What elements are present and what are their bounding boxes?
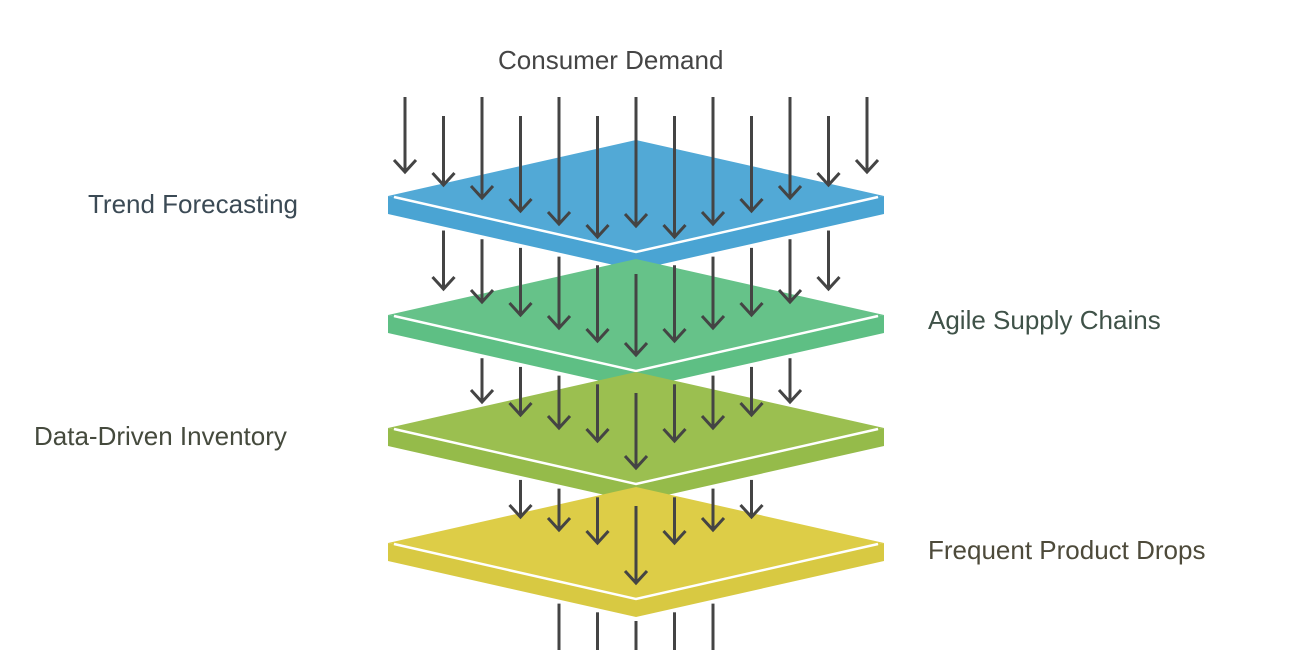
arrow-down-icon — [739, 479, 764, 520]
arrow-down-icon — [546, 97, 572, 227]
arrow-down-icon — [469, 239, 495, 305]
arrow-down-icon — [854, 97, 880, 175]
arrow-down-icon — [623, 97, 649, 229]
arrow-down-icon — [431, 116, 456, 188]
arrow-down-icon — [662, 384, 687, 444]
arrow-down-icon — [777, 97, 803, 201]
arrow-down-icon — [623, 274, 649, 358]
arrows-layer-2-to-3 — [469, 358, 803, 471]
arrow-down-icon — [469, 97, 495, 201]
arrow-down-icon — [662, 497, 687, 546]
arrow-down-icon — [700, 256, 726, 331]
arrow-down-icon — [662, 265, 687, 344]
arrows-layer-1-to-2 — [431, 230, 841, 358]
arrow-down-icon — [585, 384, 610, 444]
arrow-down-icon — [546, 375, 572, 431]
plate-edge — [393, 542, 879, 601]
arrow-down-icon — [585, 116, 610, 240]
arrow-down-icon — [700, 97, 726, 227]
arrow-down-icon — [546, 256, 572, 331]
arrow-down-icon — [431, 230, 456, 292]
arrow-down-icon — [508, 366, 533, 418]
arrow-down-icon — [508, 116, 533, 214]
arrow-down-icon — [508, 479, 533, 520]
arrow-down-icon — [585, 497, 610, 546]
arrow-down-icon — [623, 506, 649, 586]
arrow-down-icon — [700, 375, 726, 431]
arrows-consumer-demand — [392, 97, 880, 240]
arrow-down-icon — [816, 230, 841, 292]
arrow-down-icon — [739, 116, 764, 214]
arrow-down-icon — [662, 116, 687, 240]
layer-label-trend-forecasting: Trend Forecasting — [88, 189, 299, 219]
arrow-down-icon — [777, 358, 803, 405]
arrow-down-icon — [816, 116, 841, 188]
arrow-down-icon — [700, 488, 726, 533]
arrows-layer-3-to-4 — [508, 479, 764, 586]
arrow-down-icon — [739, 247, 764, 318]
arrow-down-icon — [623, 393, 649, 471]
plate-side — [388, 196, 884, 270]
title-consumer-demand: Consumer Demand — [498, 45, 724, 75]
arrow-down-icon — [469, 358, 495, 405]
arrows-output — [557, 603, 715, 650]
plate-edge — [393, 314, 879, 373]
layer-label-data-driven-inventory: Data-Driven Inventory — [34, 421, 287, 451]
arrow-down-icon — [508, 247, 533, 318]
layer-label-frequent-product-drops: Frequent Product Drops — [928, 535, 1206, 565]
plate-edge — [393, 427, 879, 486]
plate-side — [388, 543, 884, 617]
arrow-down-icon — [777, 239, 803, 305]
arrow-down-icon — [739, 366, 764, 418]
arrow-down-icon — [546, 488, 572, 533]
arrow-down-icon — [392, 97, 418, 175]
plate-edge — [393, 195, 879, 254]
layer-label-agile-supply-chains: Agile Supply Chains — [928, 305, 1161, 335]
arrow-down-icon — [585, 265, 610, 344]
